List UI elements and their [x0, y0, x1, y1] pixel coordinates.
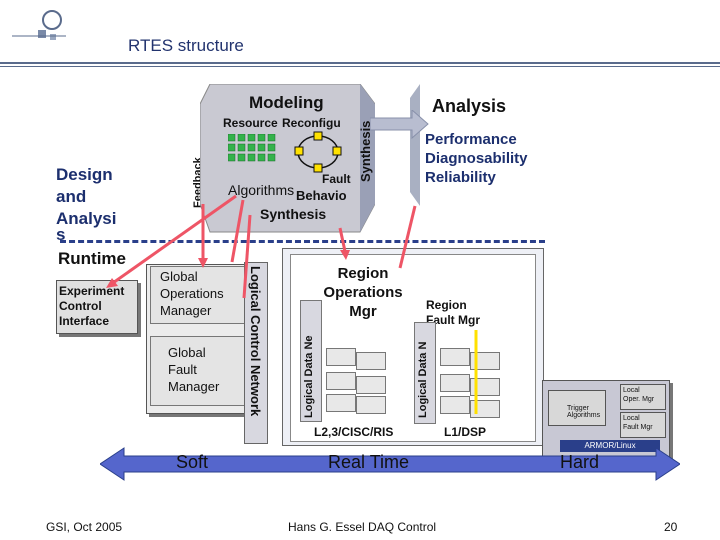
trigger-line-2: Algorithms — [567, 412, 601, 419]
design-line-1: Design — [56, 165, 113, 184]
design-runtime-separator — [60, 240, 545, 243]
soft-label: Soft — [176, 452, 209, 472]
synthesis-bottom-label: Synthesis — [260, 206, 327, 222]
analysis-title: Analysis — [432, 96, 507, 116]
global-ops-line-2: Operations — [160, 286, 224, 301]
local-oper-line-2: Oper. Mgr — [623, 396, 655, 403]
global-ops-line-3: Manager — [160, 303, 212, 318]
local-fault-line-2: Fault Mgr — [623, 424, 653, 431]
header-rule-thin — [0, 66, 720, 67]
synthesis-arrow — [370, 110, 429, 140]
logo — [8, 6, 68, 46]
resource-grid — [228, 134, 276, 162]
region-fault-line-2: Fault Mgr — [426, 313, 480, 327]
header-rule — [0, 62, 720, 64]
experiment-line-3: Interface — [59, 314, 110, 328]
design-analysis-label: Design and Analysi s — [56, 164, 117, 244]
trigger-line-1: Trigger — [567, 405, 589, 412]
global-ops-box — [150, 266, 246, 324]
global-ops-label: Global Operations Manager — [160, 268, 224, 319]
region-ops-label: Region Operations Mgr — [318, 264, 408, 321]
chip — [356, 376, 386, 394]
modeling-title: Modeling — [249, 93, 324, 112]
resource-label: Resource — [223, 116, 278, 130]
experiment-control-box — [56, 280, 138, 334]
algorithms-label: Algorithms — [228, 182, 295, 198]
logo-graphic — [12, 10, 66, 40]
region-fault-line-1: Region — [426, 298, 467, 312]
spectrum-arrow — [100, 447, 680, 481]
reconfigure-label: Reconfigu — [282, 116, 341, 130]
page-title: RTES structure — [128, 36, 244, 55]
analysis-items: Performance Diagnosability Reliability — [425, 130, 528, 187]
global-fault-line-2: Fault — [168, 362, 197, 377]
l1-label: L1/DSP — [444, 425, 487, 439]
runtime-label: Runtime — [58, 249, 126, 268]
chip — [440, 396, 470, 414]
chip — [326, 348, 356, 366]
global-fault-label: Global Fault Manager — [168, 344, 219, 395]
chip — [326, 394, 356, 412]
armor-bar: ARMOR/Linux — [560, 440, 660, 452]
local-oper-line-1: Local — [623, 387, 640, 394]
logical-control-network-bar — [244, 262, 268, 444]
local-oper-box: Local Oper. Mgr — [620, 384, 666, 410]
chip — [356, 396, 386, 414]
footer-left: GSI, Oct 2005 — [46, 520, 123, 534]
region-ops-line-1: Region — [337, 265, 389, 282]
realtime-label: Real Time — [328, 452, 410, 472]
chip — [440, 348, 470, 366]
footer-center: Hans G. Essel DAQ Control — [288, 520, 437, 534]
region-fault-label: Region Fault Mgr — [426, 298, 480, 328]
local-fault-box: Local Fault Mgr — [620, 412, 666, 438]
design-line-3: Analysi — [56, 209, 117, 228]
chip — [440, 374, 470, 392]
fault-label: Fault — [322, 172, 351, 186]
footer-page-number: 20 — [664, 520, 678, 534]
logical-control-network-label: Logical Control Network — [248, 266, 263, 417]
behavior-label: Behavio — [296, 188, 347, 203]
global-ops-line-1: Global — [160, 269, 198, 284]
chip — [326, 372, 356, 390]
experiment-line-2: Control — [59, 299, 102, 313]
design-line-2: and — [56, 187, 87, 206]
global-fault-line-3: Manager — [168, 379, 220, 394]
analysis-performance: Performance — [425, 131, 517, 148]
trigger-card: Trigger Algorithms — [548, 390, 606, 426]
l2-label: L2,3/CISC/RIS — [314, 425, 394, 439]
logical-data-net-bar-1 — [300, 300, 322, 422]
local-fault-line-1: Local — [623, 415, 640, 422]
analysis-diagnosability: Diagnosability — [425, 150, 528, 167]
global-fault-box — [150, 336, 246, 406]
reconfigure-cycle — [294, 131, 342, 173]
region-ops-line-2: Operations — [323, 284, 403, 301]
logical-data-net-bar-2 — [414, 322, 436, 424]
design-line-4: s — [56, 225, 66, 244]
chip-stack-1 — [326, 348, 410, 418]
global-fault-line-1: Global — [168, 345, 206, 360]
region-ops-line-3: Mgr — [349, 303, 377, 320]
hard-label: Hard — [560, 452, 600, 472]
chip — [356, 352, 386, 370]
analysis-reliability: Reliability — [425, 169, 496, 186]
